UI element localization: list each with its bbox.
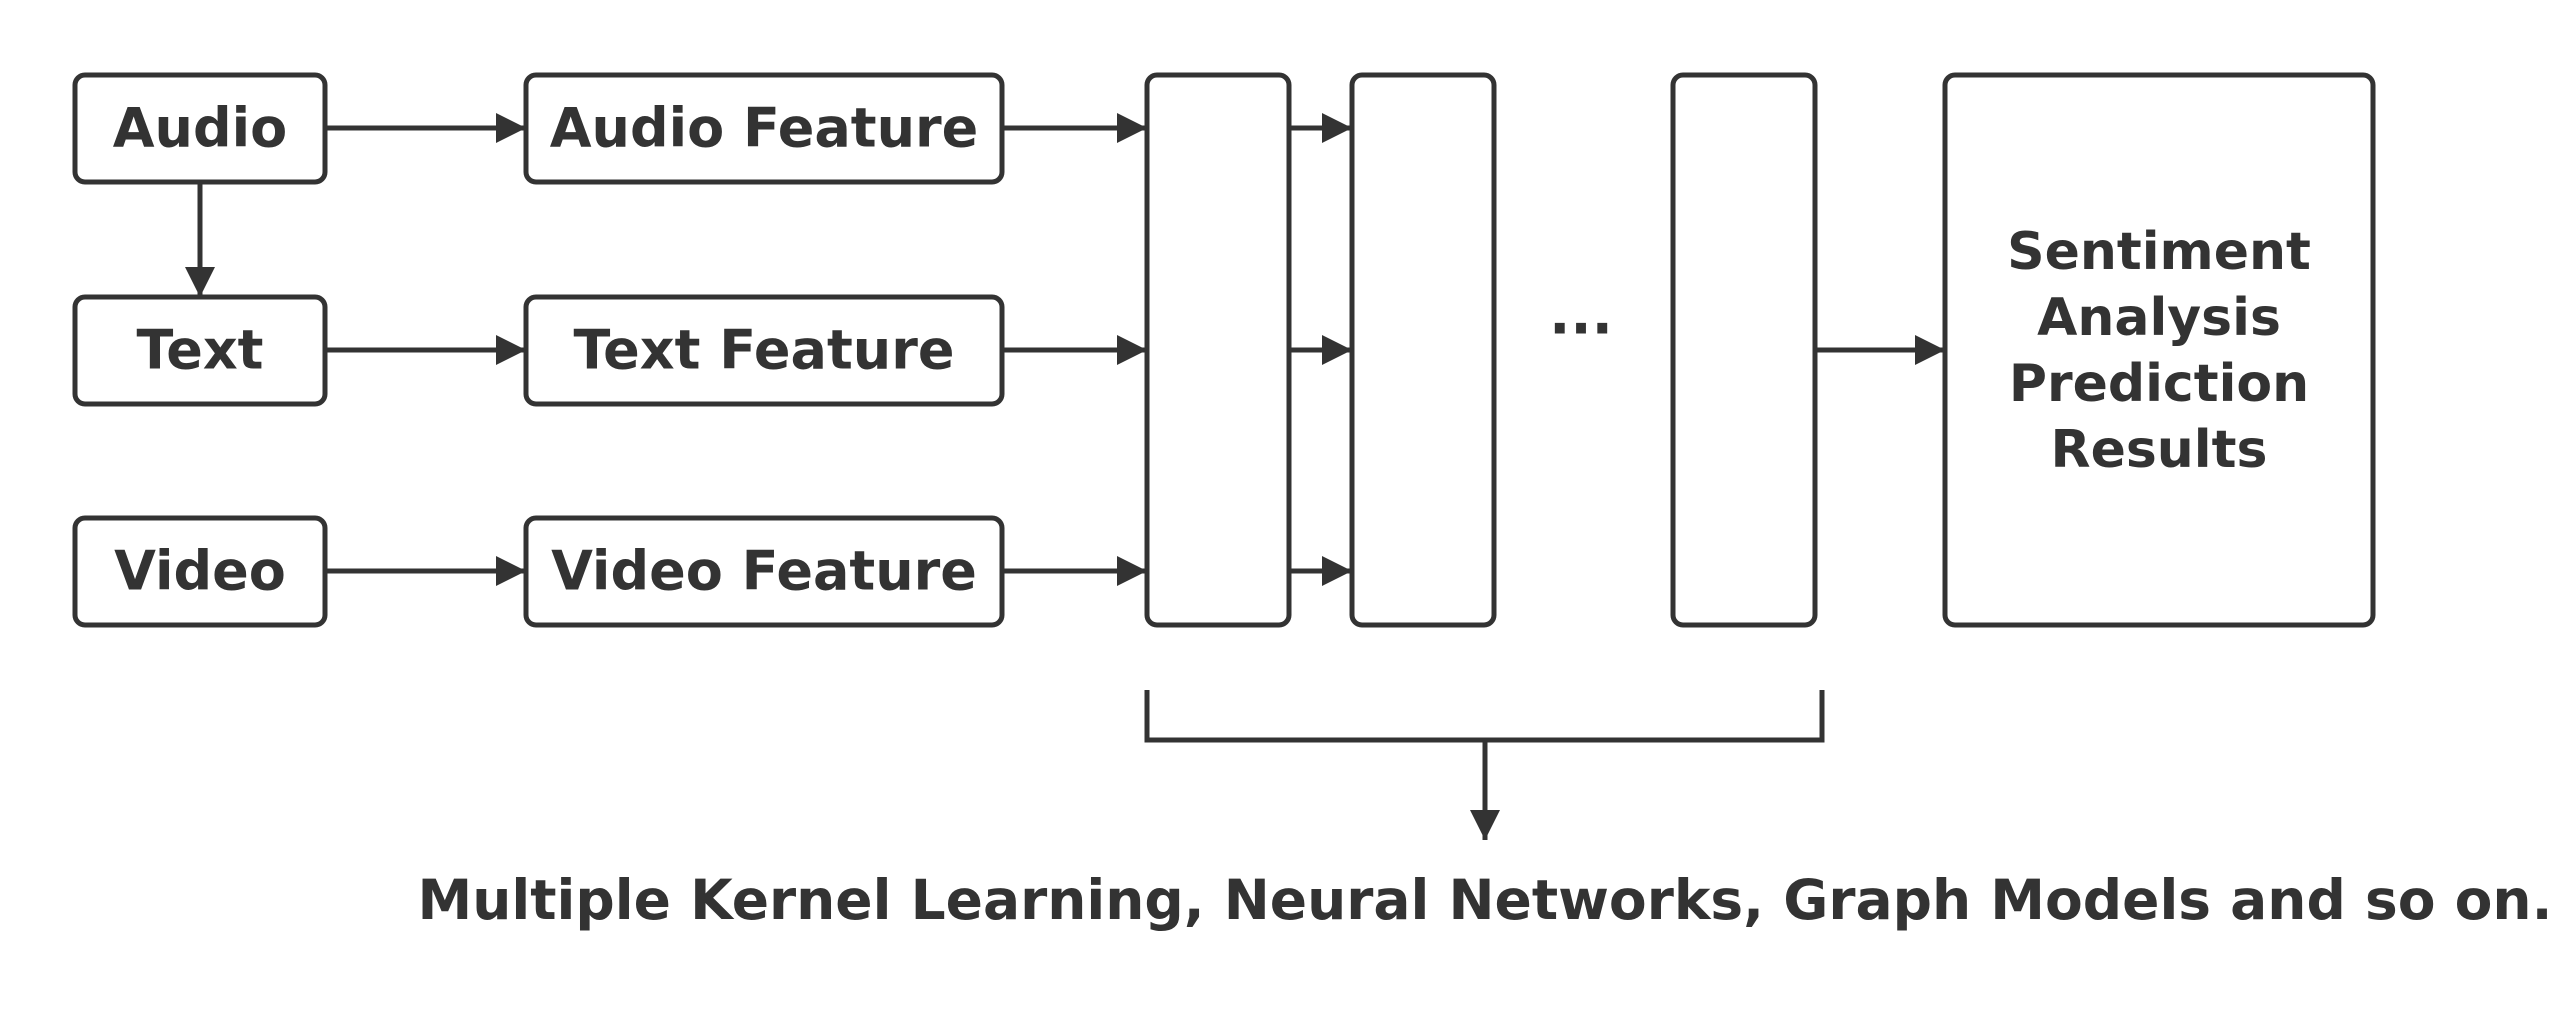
text-node: Text xyxy=(72,294,328,407)
result-line-1: Sentiment xyxy=(2007,222,2311,282)
video-feature-label: Video Feature xyxy=(551,540,977,603)
audio-label: Audio xyxy=(113,97,288,160)
video-node: Video xyxy=(72,515,328,628)
model-layer-n xyxy=(1670,72,1818,628)
model-group-bracket xyxy=(1144,690,1825,743)
text-feature-node: Text Feature xyxy=(523,294,1005,407)
video-feature-node: Video Feature xyxy=(523,515,1005,628)
methods-caption: Multiple Kernel Learning, Neural Network… xyxy=(418,868,2553,932)
text-feature-label: Text Feature xyxy=(573,319,954,382)
result-node: Sentiment Analysis Prediction Results xyxy=(1942,72,2376,628)
video-label: Video xyxy=(114,540,286,603)
audio-feature-label: Audio Feature xyxy=(550,97,979,160)
model-layer-1 xyxy=(1144,72,1292,628)
result-line-2: Analysis xyxy=(2037,288,2281,348)
model-layer-2 xyxy=(1349,72,1497,628)
audio-feature-node: Audio Feature xyxy=(523,72,1005,185)
text-label: Text xyxy=(137,319,264,382)
result-line-4: Results xyxy=(2051,420,2268,480)
result-line-3: Prediction xyxy=(2009,354,2309,414)
audio-node: Audio xyxy=(72,72,328,185)
ellipsis-label: ... xyxy=(1549,283,1613,348)
